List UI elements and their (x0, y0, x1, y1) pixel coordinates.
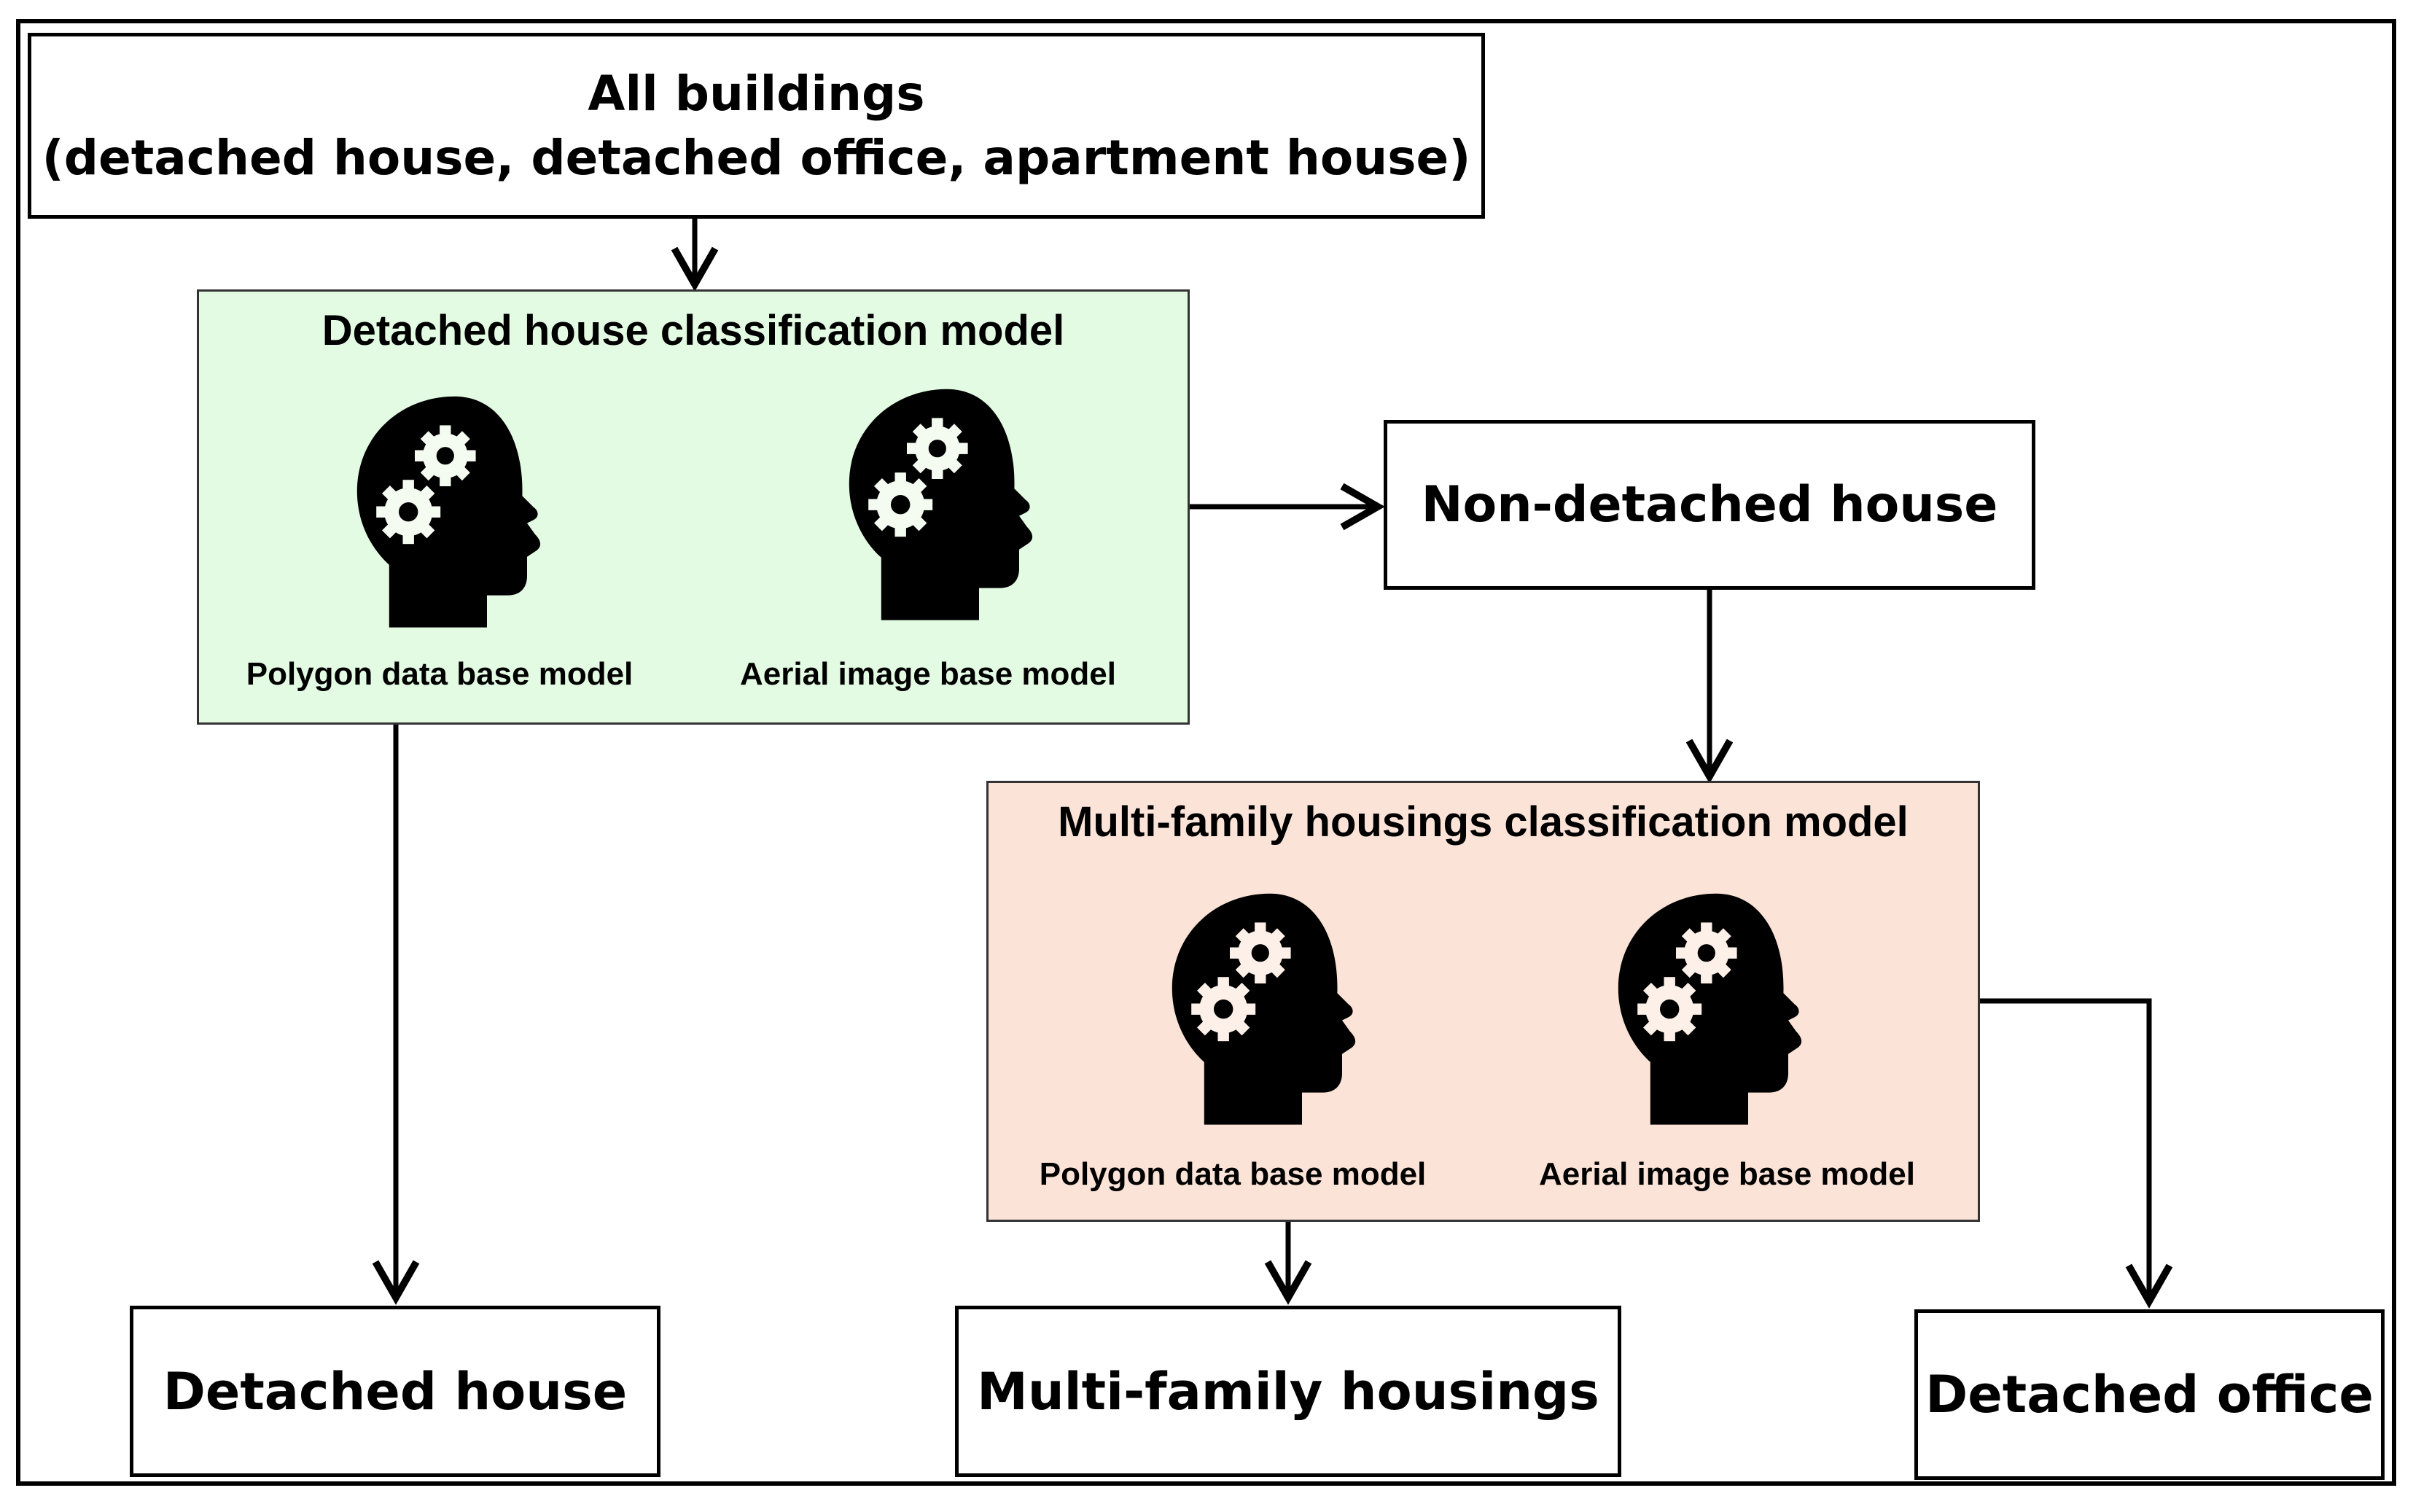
multi-family-output-box: Multi-family housings (955, 1306, 1621, 1477)
detached-house-output-label: Detached house (163, 1361, 628, 1422)
non-detached-house-box: Non-detached house (1384, 420, 2035, 590)
multi-polygon-model-label: Polygon data base model (1039, 1156, 1427, 1192)
arrow-multi-model-to-detached-office (1979, 998, 2173, 1309)
multi-family-model-panel: Multi-family housings classification mod… (986, 781, 1980, 1222)
all-buildings-subtitle: (detached house, detached office, apartm… (42, 129, 1471, 186)
detached-house-output-box: Detached house (130, 1306, 660, 1477)
detached-polygon-model-label: Polygon data base model (246, 656, 634, 692)
head-with-gears-icon (351, 390, 559, 634)
non-detached-house-label: Non-detached house (1421, 476, 1998, 534)
multi-model-title: Multi-family housings classification mod… (1058, 798, 1909, 846)
outer-frame (16, 19, 2396, 1486)
detached-house-model-panel: Detached house classification model (197, 289, 1190, 725)
detached-model-title: Detached house classification model (321, 307, 1065, 354)
head-with-gears-icon (1612, 887, 1820, 1131)
multi-family-output-label: Multi-family housings (977, 1361, 1599, 1422)
multi-aerial-model-label: Aerial image base model (1539, 1156, 1915, 1192)
head-with-gears-icon (1166, 887, 1374, 1131)
detached-aerial-model-label: Aerial image base model (740, 656, 1116, 692)
detached-office-output-label: Detached office (1925, 1365, 2374, 1425)
detached-office-output-box: Detached office (1914, 1309, 2385, 1480)
all-buildings-box: All buildings (detached house, detached … (28, 33, 1485, 219)
head-with-gears-icon (843, 383, 1051, 626)
all-buildings-title: All buildings (588, 65, 925, 122)
